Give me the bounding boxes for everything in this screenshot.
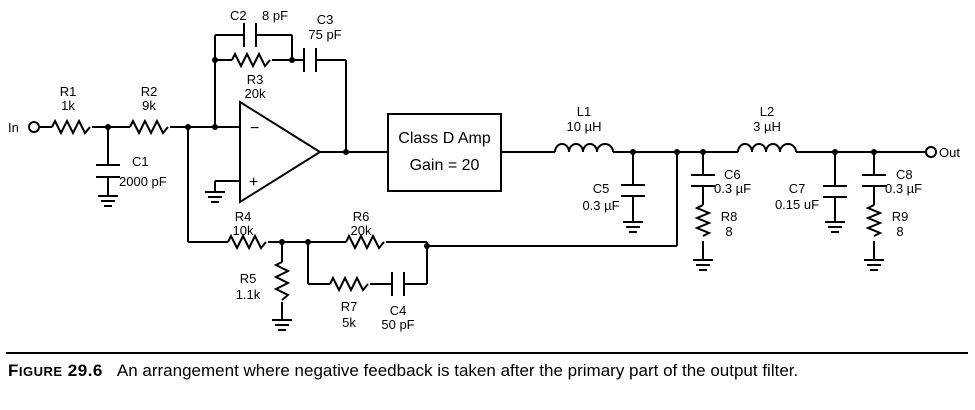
c4-name: C4 [390, 303, 407, 318]
figure-number: 29.6 [67, 361, 103, 380]
r5-value: 1.1k [236, 287, 261, 302]
resistor-r8 [694, 204, 712, 237]
amp-block-gain: Gain = 20 [410, 157, 480, 174]
capacitor-c3 [303, 48, 317, 72]
ground-icon [98, 195, 118, 207]
r1-name: R1 [60, 84, 77, 99]
c8-name: C8 [896, 167, 913, 182]
l2-name: L2 [760, 104, 774, 119]
resistor-r4 [227, 233, 267, 251]
ground-icon [825, 221, 845, 233]
c8-value: 0.3 µF [885, 181, 922, 196]
c3-value: 75 pF [308, 27, 341, 42]
input-terminal [28, 121, 40, 133]
r3-name: R3 [247, 72, 264, 87]
opamp-symbol [239, 100, 322, 204]
r2-name: R2 [141, 84, 158, 99]
c3-name: C3 [317, 12, 334, 27]
input-label: In [8, 120, 19, 135]
ground-icon [864, 259, 884, 271]
capacitor-c1 [96, 164, 120, 178]
c1-value: 2000 pF [119, 174, 167, 189]
r3-value: 20k [245, 86, 266, 101]
ground-icon [272, 319, 292, 331]
capacitor-c2 [243, 23, 257, 47]
capacitor-c6 [691, 174, 715, 187]
l1-value: 10 µH [567, 119, 602, 134]
c2-value: 8 pF [262, 8, 288, 23]
component-labels: R1 1k R2 9k C1 2000 pF C2 8 pF C3 75 pF … [60, 8, 922, 332]
inductor-l1 [554, 143, 614, 153]
opamp-minus-label: − [250, 120, 259, 137]
capacitor-c5 [621, 184, 645, 197]
figure-caption: FIGURE 29.6 An arrangement where negative… [8, 360, 958, 382]
capacitor-c7 [823, 185, 847, 198]
resistor-r9 [865, 204, 883, 237]
c2-name: C2 [230, 8, 247, 23]
r5-name: R5 [240, 271, 257, 286]
resistor-r1 [51, 118, 91, 136]
capacitor-c8 [862, 174, 886, 187]
resistor-r5 [273, 261, 291, 301]
r6-value: 20k [351, 223, 372, 238]
opamp-plus-label: + [249, 174, 258, 191]
l1-name: L1 [577, 104, 591, 119]
junction-dots [105, 57, 877, 249]
l2-value: 3 µH [753, 119, 781, 134]
c5-name: C5 [593, 181, 610, 196]
r7-name: R7 [341, 299, 358, 314]
r4-name: R4 [235, 209, 252, 224]
ground-icon [693, 259, 713, 271]
inductor-l2 [737, 143, 797, 153]
resistor-r7 [329, 275, 369, 293]
c7-value: 0.15 uF [775, 197, 819, 212]
r1-value: 1k [61, 98, 75, 113]
r2-value: 9k [142, 98, 156, 113]
caption-text: An arrangement where negative feedback i… [116, 361, 799, 380]
figure-label: FIGURE 29.6 [8, 361, 103, 380]
r8-name: R8 [721, 209, 738, 224]
c5-value: 0.3 µF [582, 198, 619, 213]
amp-block-title: Class D Amp [398, 130, 491, 147]
output-label: Out [939, 145, 960, 160]
capacitor-c4 [391, 272, 405, 296]
ground-icon [623, 221, 643, 233]
r7-value: 5k [342, 315, 356, 330]
c7-name: C7 [789, 181, 806, 196]
c4-value: 50 pF [381, 317, 414, 332]
c6-value: 0.3 µF [714, 181, 751, 196]
output-terminal [925, 146, 937, 158]
figure-label-prefix: F [8, 361, 19, 380]
c1-name: C1 [132, 154, 149, 169]
resistor-r2 [129, 118, 169, 136]
resistor-r3 [231, 51, 271, 69]
circuit-schematic: In Out [8, 8, 960, 332]
r4-value: 10k [233, 223, 254, 238]
r8-value: 8 [725, 224, 732, 239]
class-d-amp-block [387, 113, 502, 192]
r9-value: 8 [896, 224, 903, 239]
r6-name: R6 [353, 209, 370, 224]
figure-label-rest: IGURE [18, 364, 63, 379]
c6-name: C6 [724, 167, 741, 182]
caption-divider [6, 352, 968, 354]
r9-name: R9 [892, 209, 909, 224]
ground-icon [205, 191, 225, 203]
resistor-r6 [345, 233, 385, 251]
